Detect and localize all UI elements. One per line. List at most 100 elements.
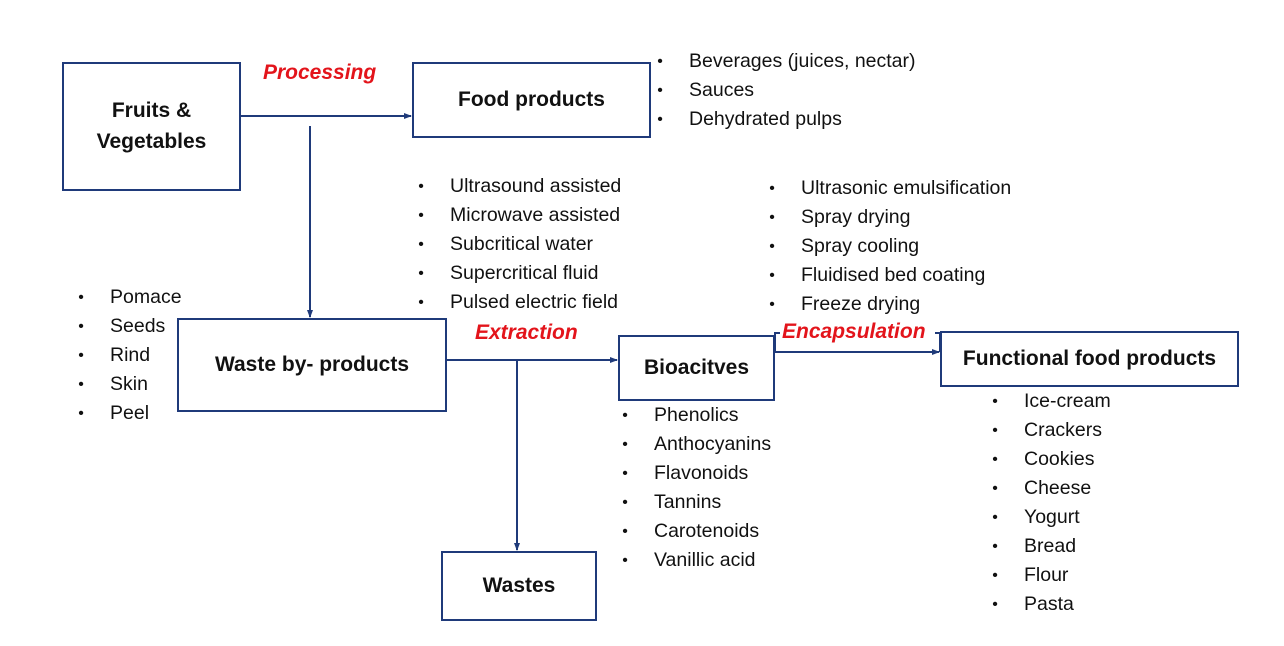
bullet-icon: • [769,296,775,313]
node-food-products: Food products [412,62,651,138]
list-item-text: Spray drying [801,206,911,228]
list-item-text: Carotenoids [654,520,760,542]
node-fruits-vegetables: Fruits & Vegetables [62,62,241,191]
list-item: • Ultrasound assisted [416,172,621,201]
bullet-icon: • [78,289,84,306]
list-item: • Peel [76,399,182,428]
node-food-products-label: Food products [458,87,605,111]
list-item: •Freeze drying [767,290,1011,319]
bullet-icon: • [992,393,998,410]
list-item-text: Flour [1024,564,1069,586]
bullet-icon: • [78,318,84,335]
list-item: •Ice-cream [990,387,1111,416]
list-item: • Subcritical water [416,230,621,259]
bullet-icon: • [418,265,424,282]
list-item: • Crackers [990,416,1111,445]
list-item: • Anthocyanins [620,430,771,459]
list-item-text: Fluidised bed coating [801,264,986,286]
bullet-icon: • [78,347,84,364]
list-item: • Vanillic acid [620,546,771,575]
list-item: •Rind [76,341,182,370]
list-item-text: Flavonoids [654,462,749,484]
list-item: • Yogurt [990,503,1111,532]
list-item-text: Yogurt [1024,506,1080,528]
bullet-icon: • [992,538,998,555]
list-item: • Flour [990,561,1111,590]
bullet-icon: • [418,178,424,195]
list-bioactives: • Phenolics • Anthocyanins • Flavonoids • Tanni… [620,401,771,575]
list-item: • Pasta [990,590,1111,619]
bullet-icon: • [622,552,628,569]
list-item-text: Tannins [654,491,722,513]
list-item: • Cheese [990,474,1111,503]
list-encapsulation-methods: •Ultrasonic emulsification•Spray drying•… [767,174,1011,319]
list-item-text: Vanillic acid [654,549,756,571]
list-item: •Beverages (juices, nectar) [655,47,916,76]
list-item-text: Pomace [110,286,182,308]
list-item: •Seeds [76,312,182,341]
bullet-icon: • [992,596,998,613]
bullet-icon: • [622,407,628,424]
list-item-text: Cookies [1024,448,1095,470]
bullet-icon: • [769,209,775,226]
node-fruits-line2: Vegetables [96,129,207,153]
list-item-text: Ultrasound assisted [450,175,622,197]
list-item-text: Anthocyanins [654,433,772,455]
node-bioactives-label: Bioacitves [643,355,750,379]
bullet-icon: • [992,567,998,584]
bullet-icon: • [622,494,628,511]
list-item-text: Skin [110,373,148,395]
list-food-products: •Beverages (juices, nectar)•Sauces•Dehyd… [655,47,916,134]
list-item: •Ultrasonic emulsification [767,174,1011,203]
list-item-text: Phenolics [654,404,739,426]
list-extraction-methods: •Ultrasound assisted•Microwave assisted•… [416,172,621,317]
bullet-icon: • [992,509,998,526]
node-functional-food-label: Functional food products [962,346,1217,370]
list-item: • Spray drying [767,203,1011,232]
bullet-icon: • [657,82,663,99]
bullet-icon: • [622,523,628,540]
edge-label-encapsulation: Encapsulation [782,320,926,343]
bullet-icon: • [657,111,663,128]
list-item: • Carotenoids [620,517,771,546]
list-item: • Supercritical fluid [416,259,621,288]
encapsulation-bracket-left [774,332,780,352]
bullet-icon: • [418,236,424,253]
bullet-icon: • [418,207,424,224]
bullet-icon: • [992,480,998,497]
list-item-text: Cheese [1024,477,1092,499]
bullet-icon: • [769,180,775,197]
list-item-text: Microwave assisted [450,204,621,226]
list-item-text: Crackers [1024,419,1103,441]
bullet-icon: • [78,405,84,422]
list-item-text: Beverages (juices, nectar) [689,50,916,72]
bullet-icon: • [78,376,84,393]
node-functional-food-products: Functional food products [940,331,1239,387]
list-item-text: Pulsed electric field [450,291,618,313]
list-item: • Skin [76,370,182,399]
node-wastes-label: Wastes [482,573,556,597]
list-item-text: Peel [110,402,150,424]
list-item-text: Supercritical fluid [450,262,599,284]
list-item: • Microwave assisted [416,201,621,230]
list-item-text: Subcritical water [450,233,594,255]
node-bioactives: Bioacitves [618,335,775,401]
list-item: •Bread [990,532,1111,561]
list-item: • Flavonoids [620,459,771,488]
list-item-text: Pasta [1024,593,1074,615]
list-item: •Pulsed electric field [416,288,621,317]
list-item-text: Spray cooling [801,235,920,257]
list-item: •Spray cooling [767,232,1011,261]
list-item: •Fluidised bed coating [767,261,1011,290]
list-item: •Sauces [655,76,916,105]
bullet-icon: • [992,422,998,439]
bullet-icon: • [622,465,628,482]
node-fruits-line1: Fruits & [111,99,192,123]
bullet-icon: • [992,451,998,468]
node-waste-byproducts-label: Waste by- products [214,352,410,376]
node-waste-byproducts: Waste by- products [177,318,447,412]
list-item: • Pomace [76,283,182,312]
bullet-icon: • [622,436,628,453]
list-functional-foods: •Ice-cream•Crackers•Cookies•Cheese•Yogur… [990,387,1111,619]
edge-label-processing: Processing [263,61,377,84]
